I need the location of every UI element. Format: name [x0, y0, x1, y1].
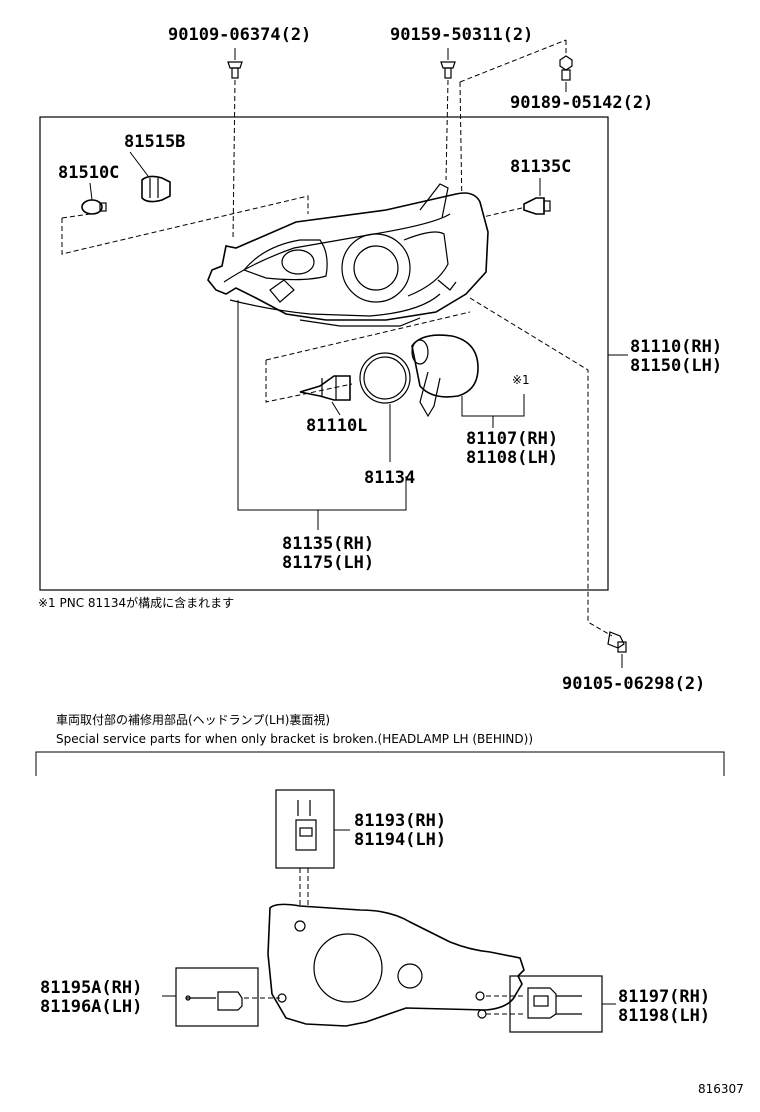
label-81196a-lh[interactable]: 81196A(LH): [40, 997, 142, 1017]
label-81195a-rh[interactable]: 81195A(RH): [40, 978, 142, 998]
screw-90159-icon: [440, 48, 456, 79]
bracket-81193-icon: [295, 800, 317, 851]
box-81195a: [175, 967, 259, 1027]
assembly-frame: [39, 116, 609, 591]
bulb-81510c-icon: [81, 199, 107, 215]
label-90109-06374[interactable]: 90109-06374(2): [168, 25, 311, 45]
headlamp-rear-icon: [267, 903, 525, 1027]
ballast-81107-icon: [411, 334, 479, 418]
clip-90189-icon: [559, 55, 573, 81]
label-81198-lh[interactable]: 81198(LH): [618, 1006, 710, 1026]
label-81175-lh[interactable]: 81175(LH): [282, 553, 374, 573]
section-title-jp: 車両取付部の補修用部品(ヘッドランプ(LH)裏面視): [56, 712, 330, 727]
label-90189-05142[interactable]: 90189-05142(2): [510, 93, 653, 113]
section-title-en: Special service parts for when only brac…: [56, 732, 533, 746]
label-81150-lh[interactable]: 81150(LH): [630, 356, 722, 376]
label-81135c[interactable]: 81135C: [510, 157, 571, 177]
diagram-id: 816307: [698, 1082, 744, 1096]
screw-90109-icon: [227, 48, 243, 79]
hid-bulb-81110l-icon: [299, 375, 351, 401]
gasket-81134-icon: [359, 352, 411, 404]
label-90159-50311[interactable]: 90159-50311(2): [390, 25, 533, 45]
label-81510c[interactable]: 81510C: [58, 163, 119, 183]
label-81108-lh[interactable]: 81108(LH): [466, 448, 558, 468]
footnote: ※1 PNC 81134が構成に含まれます: [38, 595, 234, 610]
label-90105-06298[interactable]: 90105-06298(2): [562, 674, 705, 694]
bulb-81135c-icon: [523, 197, 551, 215]
bulb-socket-81515b-icon: [141, 175, 171, 203]
label-81197-rh[interactable]: 81197(RH): [618, 987, 710, 1007]
bracket-81197-icon: [527, 987, 582, 1019]
label-81193-rh[interactable]: 81193(RH): [354, 811, 446, 831]
box-81193: [275, 789, 335, 869]
bracket-81195a-icon: [185, 991, 243, 1011]
label-81135-rh[interactable]: 81135(RH): [282, 534, 374, 554]
label-81134[interactable]: 81134: [364, 468, 415, 488]
label-81515b[interactable]: 81515B: [124, 132, 185, 152]
label-81194-lh[interactable]: 81194(LH): [354, 830, 446, 850]
label-81110l[interactable]: 81110L: [306, 416, 367, 436]
label-81110-rh[interactable]: 81110(RH): [630, 337, 722, 357]
section-bracket: [35, 751, 725, 776]
screw-90105-icon: [607, 631, 627, 653]
label-81107-rh[interactable]: 81107(RH): [466, 429, 558, 449]
headlamp-housing-icon: [207, 183, 489, 327]
label-note-mark: ※1: [512, 373, 530, 387]
